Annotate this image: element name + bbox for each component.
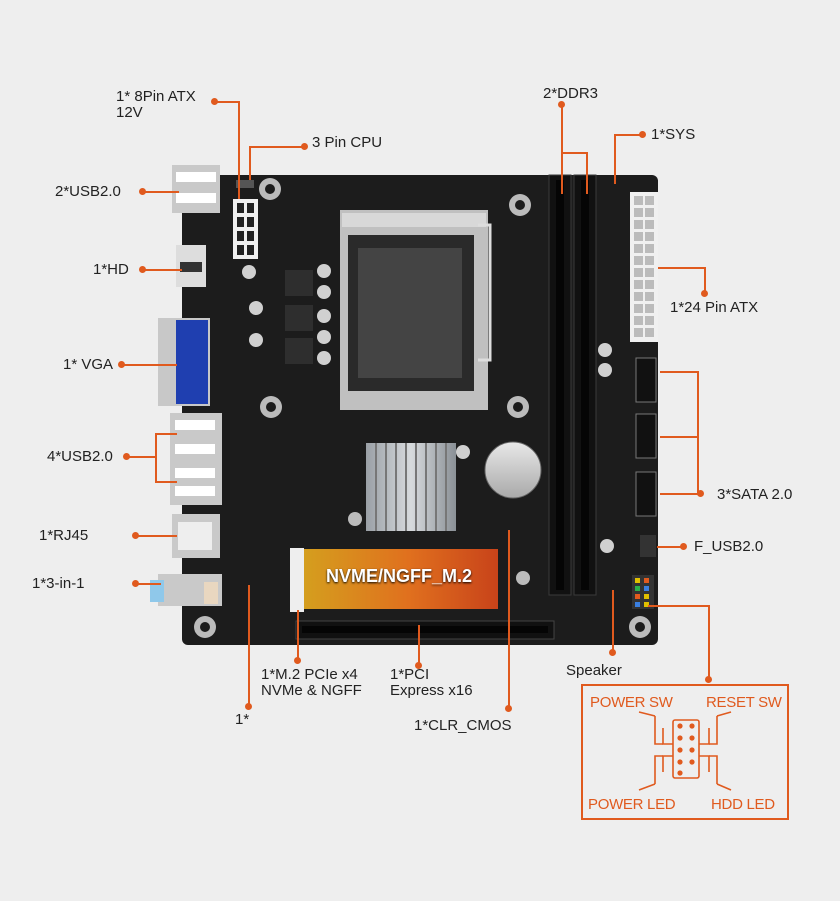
label-cpu-fan: 3 Pin CPU [312, 134, 383, 151]
label-clr-cmos: 1*CLR_CMOS [414, 717, 512, 734]
cmos-battery [484, 441, 542, 499]
label-usb2-top: 2*USB2.0 [55, 183, 121, 200]
label-ddr3: 2*DDR3 [543, 85, 599, 102]
label-usb2-four: 4*USB2.0 [47, 448, 113, 465]
cpu-fan-header [236, 180, 254, 188]
m2-slot [290, 548, 304, 612]
label-pcie: 1*PCI Express x16 [390, 666, 473, 699]
front-panel-header [632, 575, 654, 609]
label-one: 1* [235, 711, 250, 728]
capacitors [242, 264, 614, 553]
label-audio: 1*3-in-1 [32, 575, 85, 592]
vrm [285, 270, 313, 364]
atx8-connector [233, 199, 258, 259]
legend-reset-sw: RESET SW [706, 694, 782, 711]
label-rj45: 1*RJ45 [39, 527, 89, 544]
legend-pin-diagram [638, 711, 732, 791]
label-hdmi: 1*HD [93, 261, 129, 278]
label-vga: 1* VGA [63, 356, 114, 373]
label-atx8: 1* 8Pin ATX 12V [116, 88, 196, 121]
label-speaker: Speaker [566, 662, 622, 679]
label-f-usb: F_USB2.0 [694, 538, 764, 555]
label-sata: 3*SATA 2.0 [717, 486, 793, 503]
label-sys-fan: 1*SYS [651, 126, 696, 143]
atx24-pins [634, 196, 654, 337]
legend-hdd-led: HDD LED [711, 796, 775, 813]
cpu-socket [340, 210, 492, 410]
mount-holes [194, 178, 651, 638]
chipset-heatsink [366, 443, 456, 531]
nvme-card [300, 549, 498, 609]
sata-ports [635, 357, 657, 517]
label-m2: 1*M.2 PCIe x4 NVMe & NGFF [261, 666, 362, 699]
front-panel-legend: POWER SW RESET SW POWER LED HDD LED [581, 684, 789, 820]
label-atx24: 1*24 Pin ATX [670, 299, 759, 316]
legend-power-sw: POWER SW [590, 694, 673, 711]
io-ports [150, 165, 222, 606]
f-usb-header [640, 535, 656, 557]
legend-power-led: POWER LED [588, 796, 676, 813]
nvme-board-label: NVME/NGFF_M.2 [325, 566, 472, 586]
ddr3-slots [548, 174, 597, 596]
